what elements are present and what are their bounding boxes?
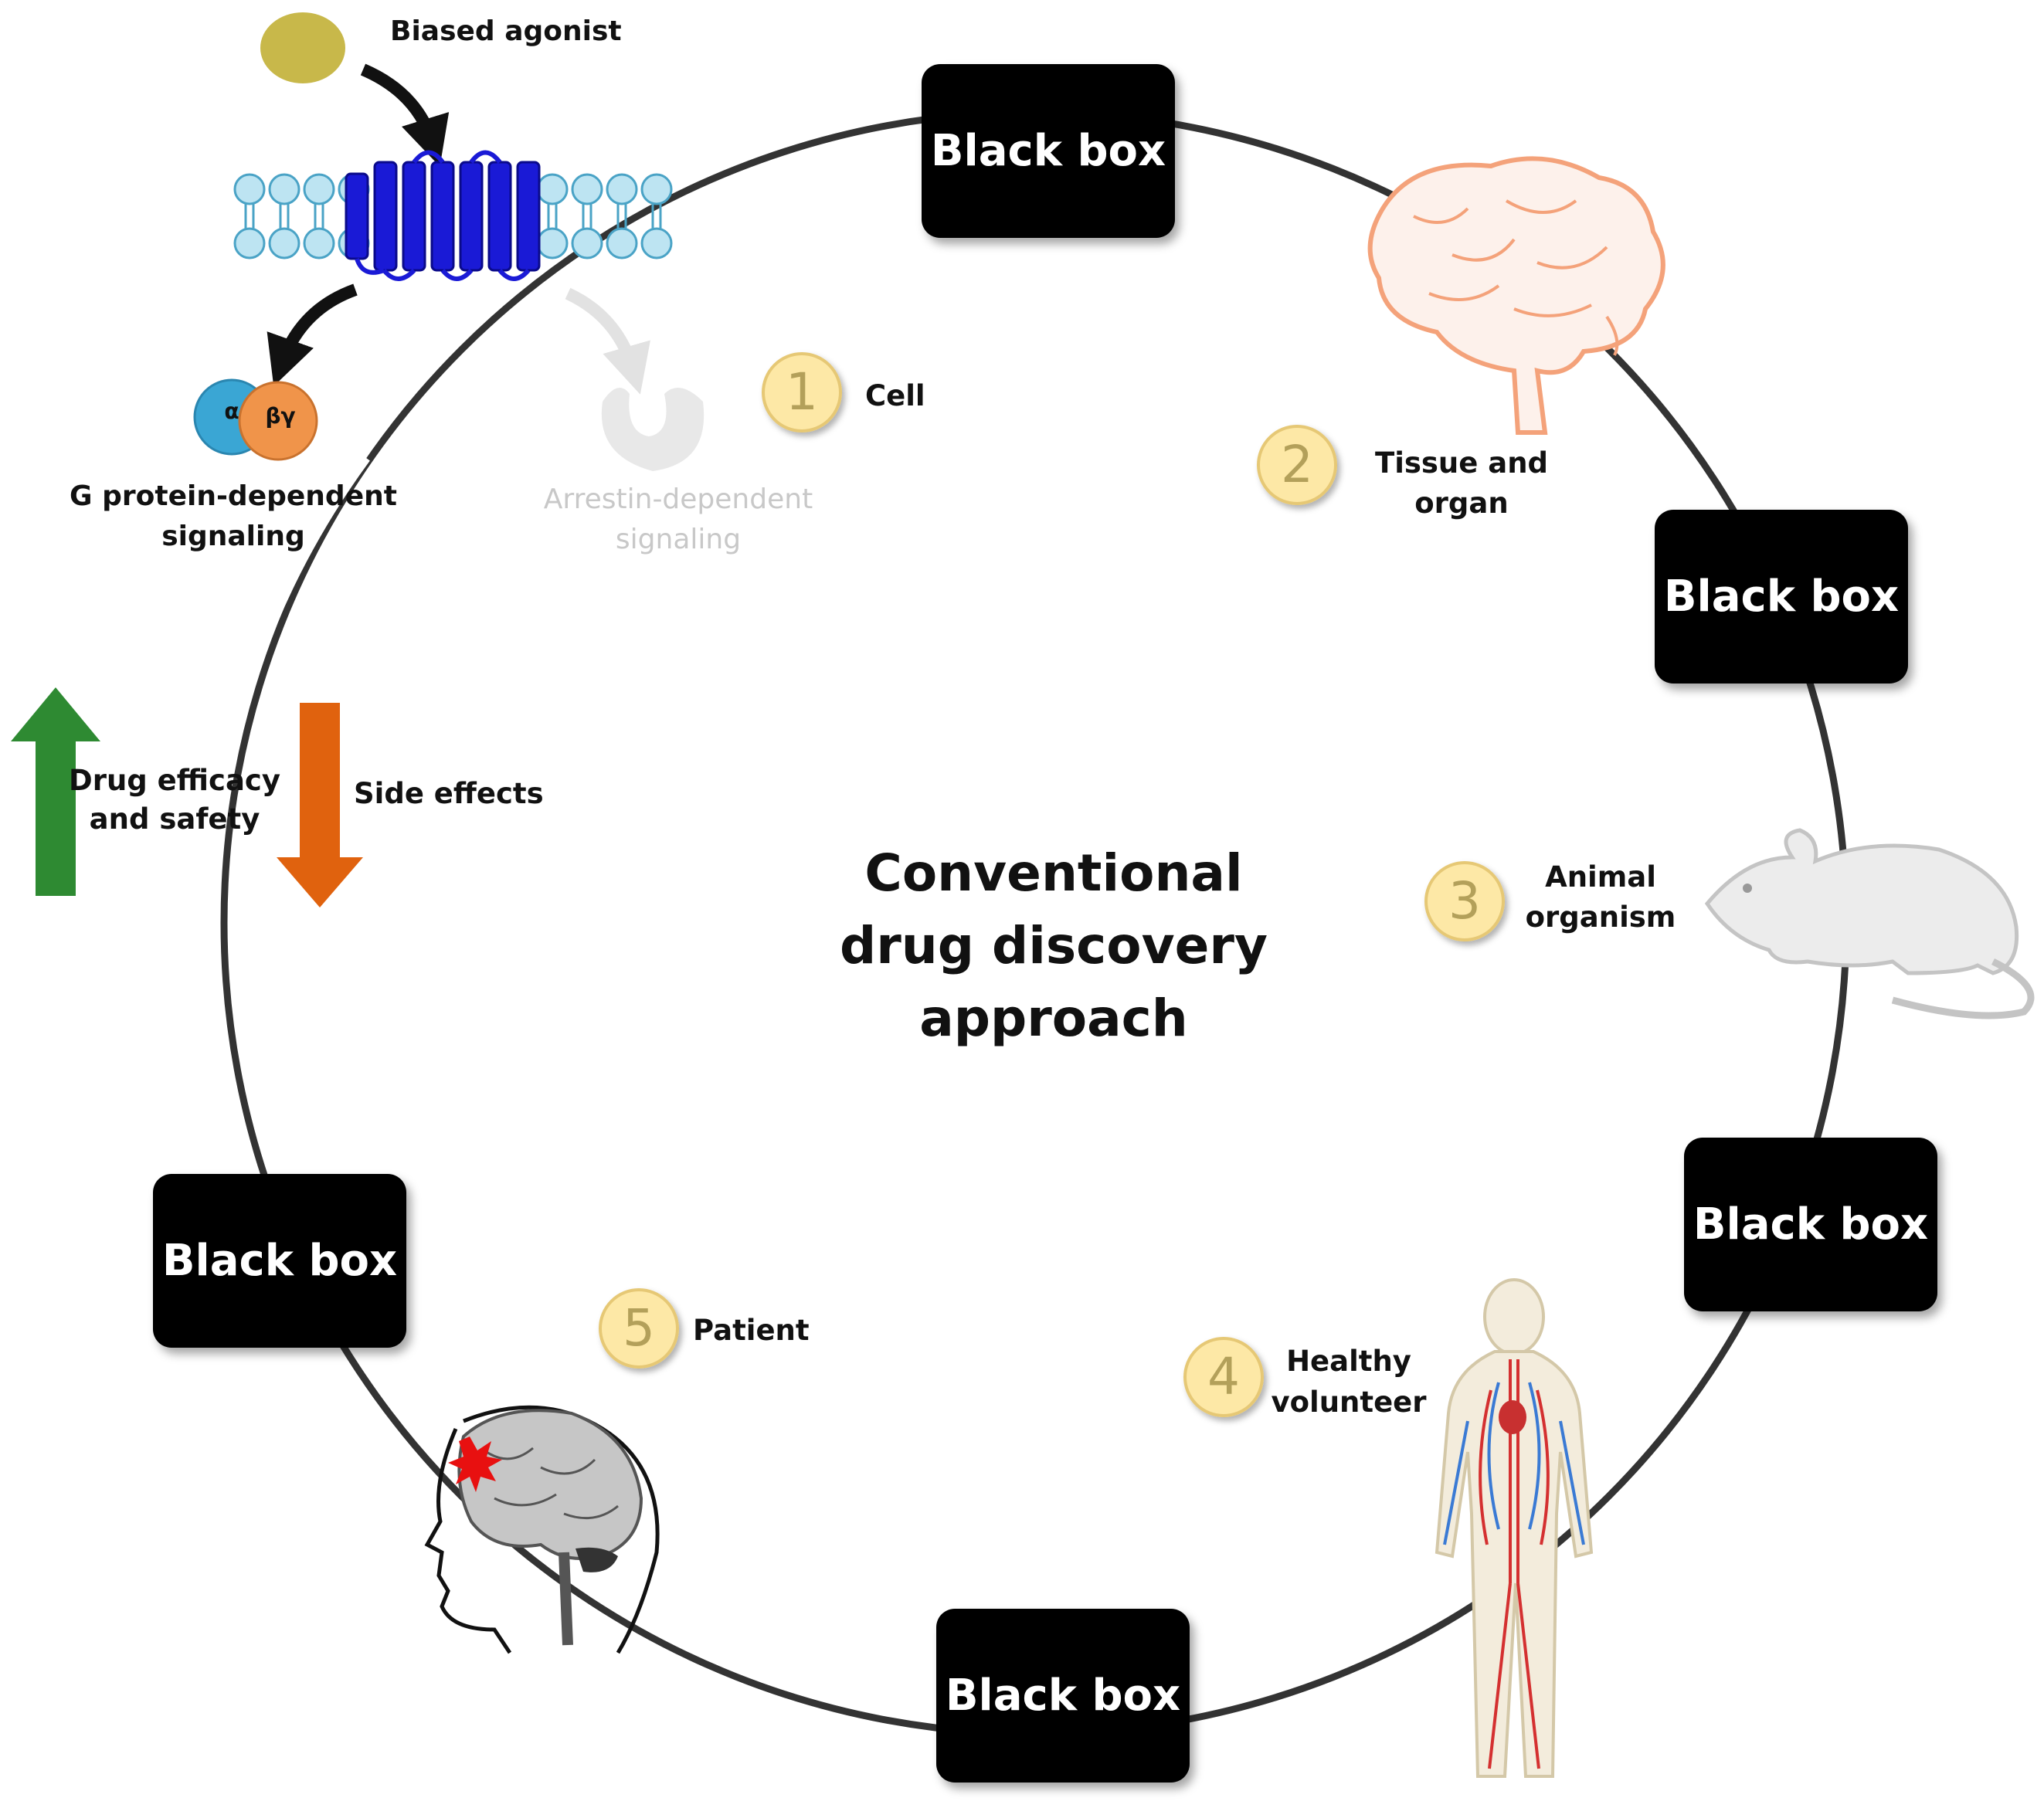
side-effects-label: Side effects: [354, 777, 544, 810]
stage-label-line1: Healthy: [1286, 1345, 1411, 1378]
stage-number: 4: [1207, 1347, 1240, 1406]
arrestin-label-line2: signaling: [616, 524, 741, 555]
black-box-label: Black box: [1693, 1199, 1928, 1250]
side-effects-down-arrow: [277, 703, 363, 907]
cell-signaling-illustration: Biased agonist α βγ G protein-depende: [70, 12, 813, 555]
stage-label: Cell: [865, 379, 925, 412]
stage-4: 4 Healthy volunteer: [1183, 1337, 1427, 1419]
human-body-illustration: [1435, 1278, 1594, 1778]
stage-3: 3 Animal organism: [1424, 860, 1676, 941]
black-box-label: Black box: [946, 1671, 1180, 1721]
stage-number: 2: [1281, 435, 1313, 494]
stage-5: 5 Patient: [599, 1288, 810, 1369]
g-protein-label-line2: signaling: [161, 521, 305, 552]
ligand-binding-arrow: [360, 63, 450, 167]
arrestin-protein: [601, 388, 705, 471]
biased-agonist-label: Biased agonist: [390, 15, 622, 47]
black-box-5: Black box: [153, 1174, 406, 1348]
title-line2: drug discovery: [840, 916, 1268, 975]
title-line3: approach: [919, 989, 1188, 1048]
stage-label-line2: volunteer: [1271, 1386, 1427, 1419]
pain-burst-icon: [448, 1437, 502, 1492]
title-line1: Conventional: [864, 843, 1242, 903]
patient-head-illustration: [424, 1405, 660, 1654]
betagamma-subunit: [238, 381, 318, 461]
stage-1: 1 Cell: [762, 352, 925, 432]
black-box-4: Black box: [936, 1609, 1190, 1783]
brain-organ-illustration: [1367, 156, 1665, 435]
center-title: Conventional drug discovery approach: [840, 843, 1268, 1048]
biased-agonist-ligand: [260, 12, 345, 83]
black-box-3: Black box: [1684, 1138, 1937, 1311]
stage-number: 1: [786, 362, 818, 422]
alpha-label: α: [224, 399, 239, 424]
efficacy-up-arrow: [11, 687, 100, 896]
black-box-label: Black box: [1664, 572, 1899, 622]
stage-label-line1: Animal: [1545, 860, 1656, 894]
g-protein-label-line1: G protein-dependent: [70, 480, 397, 512]
black-box-label: Black box: [931, 126, 1166, 176]
stage-number: 5: [623, 1298, 655, 1358]
ring-gap-mask: [208, 450, 370, 805]
betagamma-label: βγ: [265, 403, 295, 429]
black-box-2: Black box: [1655, 510, 1908, 684]
stage-number: 3: [1448, 871, 1481, 931]
arrestin-label-line1: Arrestin-dependent: [544, 483, 813, 515]
g-protein-arrow: [267, 283, 358, 387]
black-box-1: Black box: [922, 64, 1175, 238]
stage-label-line2: organism: [1526, 901, 1676, 934]
efficacy-label-line2: and safety: [90, 802, 260, 836]
stage-label: Patient: [693, 1314, 810, 1347]
gpcr-receptor: [345, 150, 541, 281]
stage-2: 2 Tissue and organ: [1257, 425, 1548, 520]
rat-illustration: [1704, 828, 2035, 1019]
efficacy-label-line1: Drug efficacy: [69, 764, 280, 797]
black-box-label: Black box: [162, 1236, 397, 1286]
arrestin-arrow: [565, 287, 650, 395]
stage-label-line2: organ: [1414, 487, 1508, 520]
stage-label-line1: Tissue and: [1375, 446, 1548, 480]
